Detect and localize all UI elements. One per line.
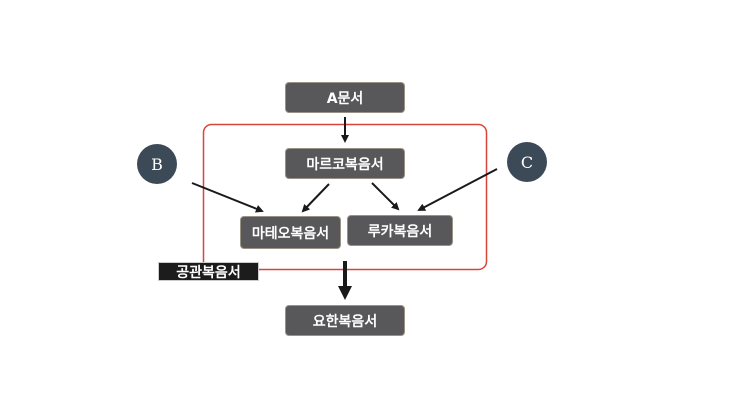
arrow-c-to-luke	[417, 168, 498, 211]
arrow-b-to-matthew	[191, 182, 264, 213]
arrow-mark-to-luke	[371, 182, 400, 211]
node-luke: 루카복음서	[347, 215, 453, 246]
source-b: B	[137, 144, 177, 184]
source-c: C	[507, 142, 547, 182]
node-john: 요한복음서	[285, 305, 405, 336]
synoptic-group-label: 공관복음서	[158, 262, 259, 281]
arrow-mark-to-matthew	[301, 183, 330, 213]
node-a-document: A문서	[285, 82, 405, 113]
node-matthew: 마테오복음서	[240, 216, 341, 249]
node-mark: 마르코복음서	[285, 148, 405, 179]
